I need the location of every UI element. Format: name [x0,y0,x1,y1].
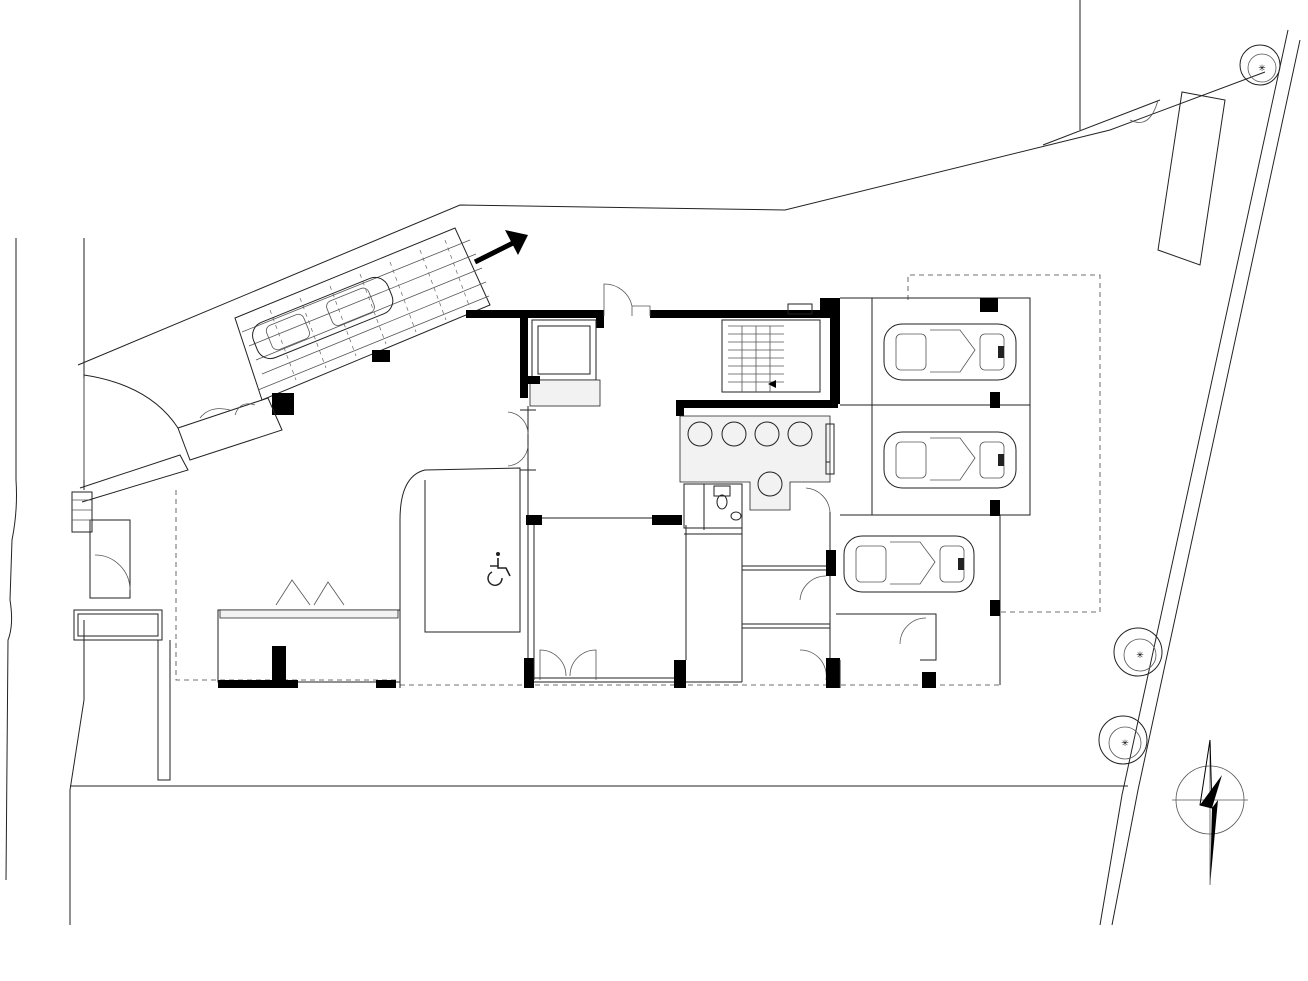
building-core [466,283,937,688]
tree-icon: ✳ [1098,715,1148,765]
car-icon [883,323,1017,381]
car-icon [843,535,975,593]
north-arrow-icon [1172,739,1248,885]
site-boundaries [5,0,1301,926]
tree-group: ✳ ✳ ✳ [1098,44,1281,765]
svg-text:✳: ✳ [1121,739,1129,749]
tree-icon: ✳ [1113,627,1163,677]
ramp [234,227,491,415]
entry-steps [79,374,283,503]
parking-bays [840,297,1031,685]
wheelchair-icon [487,552,511,586]
staircase-icon [721,303,821,393]
arrow-northeast-icon [473,230,528,265]
left-service-area [71,491,171,781]
svg-text:✳: ✳ [1136,651,1144,661]
svg-text:✳: ✳ [1258,64,1266,74]
accessible-zone [399,467,521,688]
car-icon [252,276,394,360]
car-icon [883,431,1017,489]
tree-icon: ✳ [1239,44,1281,86]
reception-counter [217,579,401,688]
